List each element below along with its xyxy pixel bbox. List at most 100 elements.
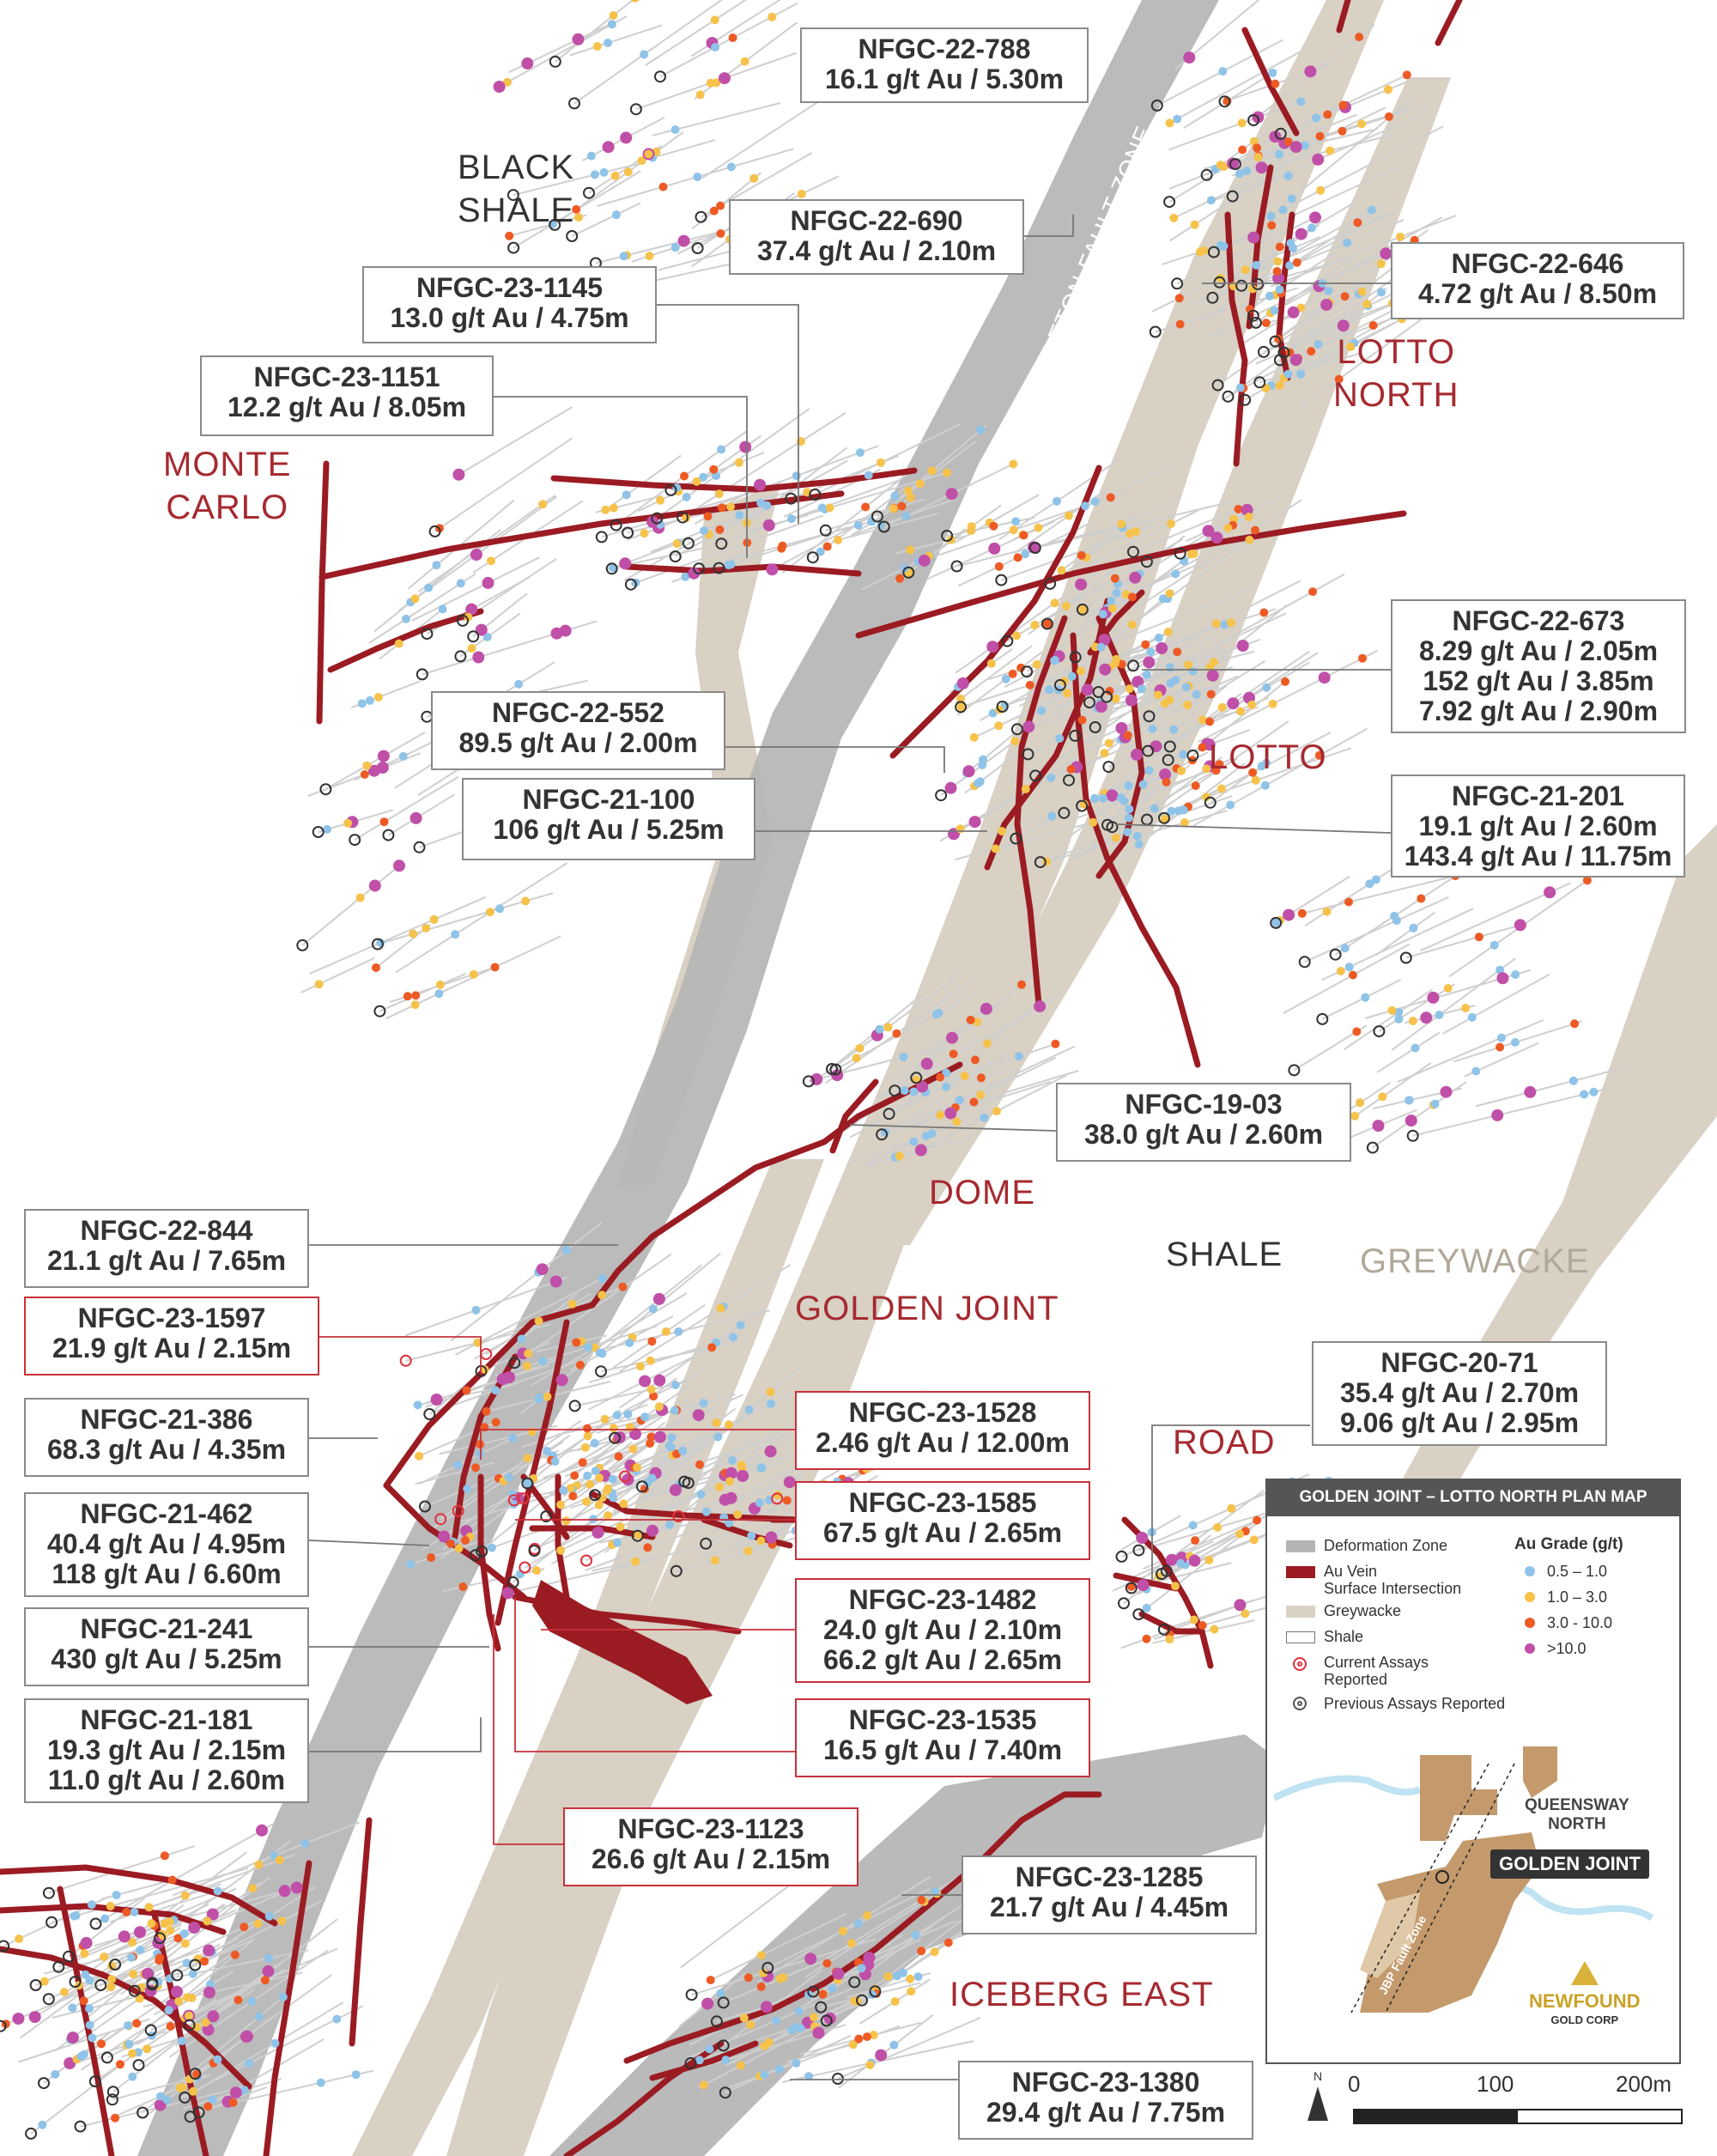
assay-dot xyxy=(1367,205,1376,215)
assay-dot xyxy=(767,12,777,21)
assay-dot xyxy=(817,503,827,513)
assay-dot xyxy=(1461,1004,1471,1012)
assay-dot xyxy=(970,1055,980,1065)
assay-dot xyxy=(1238,145,1247,155)
assay-dot xyxy=(203,2102,213,2111)
drill-collar xyxy=(713,562,725,574)
drill-trace xyxy=(300,957,375,993)
drill-collar xyxy=(1160,1564,1173,1577)
callout-nfgc-23-1123: NFGC-23-1123 26.6 g/t Au / 2.15m xyxy=(563,1807,858,1886)
assay-dot xyxy=(467,644,476,653)
assay-dot xyxy=(240,2031,252,2043)
assay-dot xyxy=(585,1479,594,1489)
assay-dot xyxy=(100,1953,109,1961)
drill-trace xyxy=(1232,114,1420,197)
assay-dot xyxy=(899,1053,908,1061)
assay-dot xyxy=(1355,33,1364,42)
assay-dot xyxy=(1245,535,1254,544)
assay-dot xyxy=(1216,161,1225,170)
drill-collar xyxy=(549,55,561,68)
assay-dot xyxy=(1357,119,1366,129)
assay-dot xyxy=(1030,621,1040,629)
assay-dot xyxy=(794,2007,804,2016)
drillhole-id: NFGC-23-1151 xyxy=(253,361,440,392)
drill-trace xyxy=(956,645,1033,703)
assay-dot xyxy=(1283,137,1293,147)
drill-trace xyxy=(894,969,1040,1091)
assay-dot xyxy=(111,2113,120,2123)
assay-dot xyxy=(1137,684,1146,694)
assay-dot xyxy=(482,632,492,641)
assay-dot xyxy=(746,2020,755,2030)
assay-dot xyxy=(1314,340,1323,349)
assay-dot xyxy=(1143,656,1156,669)
drill-collar xyxy=(1041,617,1053,630)
assay-dot xyxy=(80,1936,93,1949)
assay-dot xyxy=(992,1107,1001,1116)
assay-dot xyxy=(1218,67,1228,76)
assay-dot xyxy=(783,1476,796,1489)
assay-dot xyxy=(185,2011,194,2020)
assay-dot xyxy=(692,1409,705,1422)
assay-dot xyxy=(1496,965,1505,975)
drill-collar xyxy=(682,537,695,550)
assay-dot xyxy=(688,567,701,580)
assay-dot xyxy=(710,1556,719,1565)
assay-dot xyxy=(715,525,725,534)
assay-dot xyxy=(1496,972,1509,985)
assay-dot xyxy=(1111,833,1120,842)
assay-dot xyxy=(931,1887,940,1897)
assay-dot xyxy=(1142,1634,1151,1643)
assay-dot xyxy=(672,539,682,549)
assay-dot xyxy=(629,1428,641,1441)
drill-collar xyxy=(1253,376,1266,389)
drill-trace xyxy=(1168,50,1302,125)
assay-dot xyxy=(278,1885,291,1898)
assay-dot xyxy=(1206,689,1216,699)
assay-interval: 38.0 g/t Au / 2.60m xyxy=(1083,1119,1324,1150)
drill-collar xyxy=(1076,799,1089,812)
assay-dot xyxy=(804,2072,814,2081)
assay-dot xyxy=(300,1839,310,1849)
drill-trace xyxy=(1013,489,1106,555)
assay-dot xyxy=(1175,319,1185,329)
assay-dot xyxy=(1265,291,1274,301)
assay-dot xyxy=(406,1559,416,1569)
assay-dot xyxy=(968,816,981,829)
drill-trace xyxy=(499,15,628,88)
assay-dot xyxy=(1019,531,1028,540)
assay-dot xyxy=(670,1381,680,1389)
assay-dot xyxy=(1368,321,1378,330)
assay-dot xyxy=(1169,725,1179,734)
drillhole-id: NFGC-23-1585 xyxy=(848,1487,1037,1518)
drill-collar xyxy=(1010,832,1022,845)
assay-dot xyxy=(570,1471,579,1480)
assay-dot xyxy=(1213,1522,1223,1532)
assay-dot xyxy=(646,1356,655,1365)
assay-dot xyxy=(944,781,957,794)
assay-dot xyxy=(51,2069,60,2079)
assay-dot xyxy=(1297,908,1307,918)
assay-dot xyxy=(897,501,907,511)
assay-dot xyxy=(377,750,390,762)
drillhole-id: NFGC-23-1145 xyxy=(416,272,603,303)
drill-collar xyxy=(296,938,309,951)
drill-collar xyxy=(183,2019,196,2031)
drill-trace xyxy=(325,732,426,791)
assay-dot xyxy=(1173,647,1182,657)
assay-dot xyxy=(28,2011,41,2024)
assay-dot xyxy=(1318,671,1331,684)
assay-dot xyxy=(960,1072,969,1081)
drillhole-id: NFGC-21-462 xyxy=(80,1498,253,1529)
assay-dot xyxy=(1125,529,1134,538)
drill-trace xyxy=(301,864,402,946)
assay-dot xyxy=(892,1029,901,1038)
assay-dot xyxy=(505,231,514,240)
drillhole-id: NFGC-21-201 xyxy=(1452,780,1624,811)
assay-dot xyxy=(1037,706,1047,715)
assay-dot xyxy=(471,1463,480,1473)
assay-dot xyxy=(556,1546,566,1555)
drill-trace xyxy=(619,1264,792,1373)
assay-dot xyxy=(164,2006,173,2015)
assay-dot xyxy=(1010,737,1020,746)
